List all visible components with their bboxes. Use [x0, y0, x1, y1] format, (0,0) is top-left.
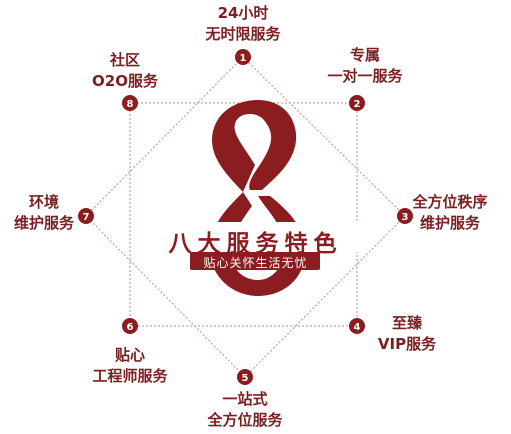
service-label-4-line-1: 至臻 [391, 314, 422, 332]
service-label-5-line-1: 一站式 [222, 390, 268, 408]
service-label-7-line-1: 环境 [28, 193, 59, 211]
service-label-8: 社区 O2O服务 [80, 50, 170, 92]
emblem-title-backdrop [150, 222, 360, 252]
figure-eight-emblem [150, 100, 360, 296]
node-3-number: 3 [402, 212, 409, 223]
service-label-1-line-2: 无时限服务 [205, 25, 281, 43]
emblem-upper-loop [212, 100, 297, 192]
service-label-3: 全方位秩序 维护服务 [395, 192, 505, 234]
service-label-2: 专属 一对一服务 [310, 45, 420, 87]
node-5: 5 [237, 369, 253, 385]
node-4: 4 [349, 318, 365, 334]
node-8-number: 8 [127, 99, 134, 110]
node-7: 7 [78, 208, 94, 224]
service-label-1-line-1: 24小时 [217, 4, 269, 22]
service-label-5-line-2: 全方位服务 [207, 411, 283, 429]
service-label-6-line-1: 贴心 [114, 346, 145, 364]
service-label-8-line-1: 社区 [109, 51, 140, 69]
service-label-2-line-2: 一对一服务 [327, 67, 403, 85]
node-5-number: 5 [242, 373, 249, 384]
node-6-number: 6 [127, 322, 134, 333]
service-label-4: 至臻 VIP服务 [362, 313, 452, 355]
node-7-number: 7 [83, 212, 90, 223]
emblem-subtitle-band [190, 252, 320, 270]
service-label-2-line-1: 专属 [349, 46, 380, 64]
node-1-number: 1 [240, 53, 247, 64]
service-label-3-line-2: 维护服务 [419, 214, 480, 232]
service-label-6: 贴心 工程师服务 [70, 345, 190, 387]
node-3: 3 [397, 208, 413, 224]
node-8: 8 [122, 95, 138, 111]
service-label-7: 环境 维护服务 [4, 192, 84, 234]
node-2-number: 2 [354, 99, 361, 110]
center-subtitle: 贴心关怀生活无忧 [203, 256, 308, 270]
service-label-8-line-2: O2O服务 [92, 72, 158, 90]
center-title: 八大服务特色 [168, 231, 343, 257]
service-label-1: 24小时 无时限服务 [183, 3, 303, 45]
service-label-4-line-2: VIP服务 [377, 335, 437, 353]
node-6: 6 [122, 318, 138, 334]
node-1: 1 [235, 49, 251, 65]
service-label-6-line-2: 工程师服务 [92, 367, 168, 385]
service-label-7-line-2: 维护服务 [13, 214, 74, 232]
node-4-number: 4 [354, 322, 361, 333]
service-label-5: 一站式 全方位服务 [195, 389, 295, 431]
node-2: 2 [349, 95, 365, 111]
service-label-3-line-1: 全方位秩序 [412, 193, 488, 211]
